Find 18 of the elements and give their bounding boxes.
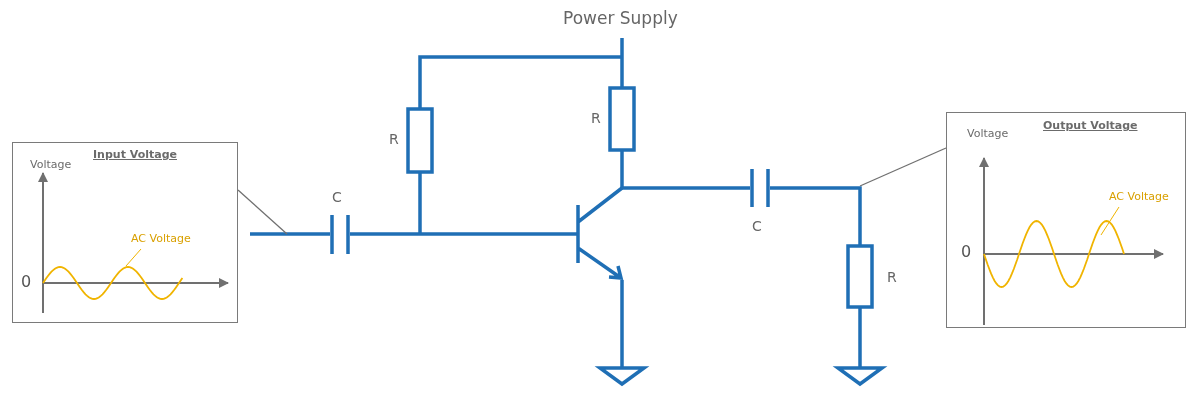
graph-panel <box>946 112 1186 328</box>
component-label: R <box>389 132 399 146</box>
component-label: R <box>887 270 897 284</box>
graph-title: Output Voltage <box>1043 120 1138 131</box>
graph-title: Input Voltage <box>93 149 177 160</box>
axis-label: Voltage <box>967 128 1009 139</box>
leader-line <box>237 189 288 235</box>
axis-label: 0 <box>21 274 32 290</box>
axis-label: 0 <box>961 244 972 260</box>
graph-panel <box>12 142 238 323</box>
wave-label: AC Voltage <box>1109 191 1169 202</box>
component-label: R <box>591 111 601 125</box>
component-label: C <box>752 219 762 233</box>
supply-label: Power Supply <box>563 10 678 27</box>
leader-line <box>859 147 947 187</box>
axis-label: Voltage <box>30 159 72 170</box>
component-label: C <box>332 190 342 204</box>
wave-label: AC Voltage <box>131 233 191 244</box>
